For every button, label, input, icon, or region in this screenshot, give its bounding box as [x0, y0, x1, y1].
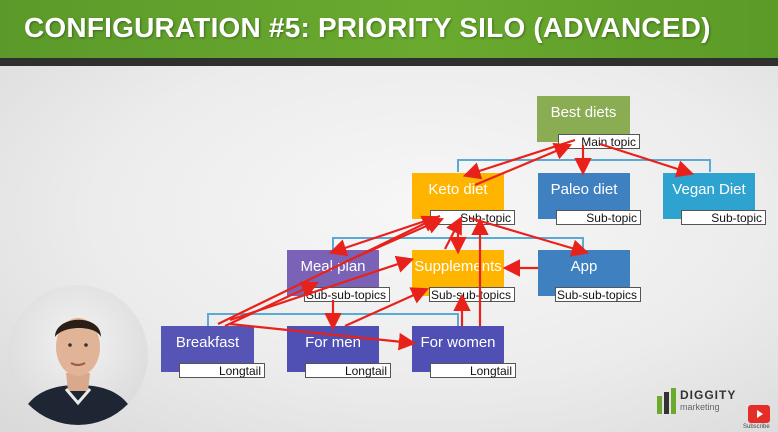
- tag-paleo-subtopic: Sub-topic: [556, 210, 641, 225]
- node-app-label: App: [570, 258, 598, 275]
- node-meal-plan-label: Meal plan: [300, 258, 366, 275]
- presenter-avatar-icon: [18, 318, 138, 425]
- banner-divider: [0, 58, 778, 66]
- node-vegan-diet-label: Vegan Diet: [672, 181, 746, 198]
- tag-keto-subtopic: Sub-topic: [430, 210, 515, 225]
- tag-meal-plan-subsubtopics: Sub-sub-topics: [304, 287, 390, 302]
- node-breakfast-label: Breakfast: [175, 334, 240, 351]
- diggity-logo: DIGGITY marketing: [656, 384, 746, 420]
- tag-app-subsubtopics: Sub-sub-topics: [555, 287, 641, 302]
- tag-vegan-subtopic: Sub-topic: [681, 210, 766, 225]
- node-paleo-diet-label: Paleo diet: [550, 181, 618, 198]
- presenter-webcam: [8, 285, 148, 425]
- tag-breakfast-longtail: Longtail: [179, 363, 265, 378]
- slide-title: CONFIGURATION #5: PRIORITY SILO (ADVANCE…: [24, 12, 711, 43]
- node-for-men-label: For men: [305, 334, 361, 351]
- subscribe-label[interactable]: Subscribe: [743, 424, 770, 430]
- node-best-diets-label: Best diets: [550, 104, 617, 121]
- diggity-logo-icon: [657, 388, 676, 414]
- node-supplements-label: Supplements: [414, 258, 502, 275]
- tag-for-men-longtail: Longtail: [305, 363, 391, 378]
- tag-supplements-subsubtopics: Sub-sub-topics: [429, 287, 515, 302]
- tag-main-topic: Main topic: [558, 134, 640, 149]
- tag-for-women-longtail: Longtail: [430, 363, 516, 378]
- node-keto-diet-label: Keto diet: [428, 181, 488, 198]
- youtube-subscribe-icon[interactable]: [747, 402, 771, 426]
- title-banner: CONFIGURATION #5: PRIORITY SILO (ADVANCE…: [0, 0, 778, 58]
- node-for-women-label: For women: [420, 334, 496, 351]
- logo-name: DIGGITY: [680, 388, 737, 402]
- logo-tagline: marketing: [680, 402, 720, 412]
